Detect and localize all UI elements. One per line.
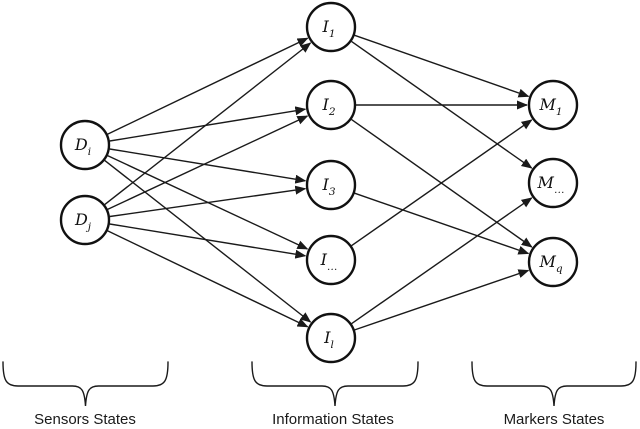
edges-layer xyxy=(104,34,533,331)
node-Di xyxy=(59,119,111,171)
edge-Dj-to-I3 xyxy=(109,185,307,218)
group-label-sensors-states: Sensors States xyxy=(34,411,136,428)
node-label-Mq: Mq xyxy=(538,252,562,275)
edge-Dj-to-I1 xyxy=(104,42,312,206)
braces-layer xyxy=(2,361,637,407)
edge-Dj-to-Idots xyxy=(109,223,307,259)
edge-Dj-to-I2 xyxy=(107,115,309,211)
node-label-Dj: Dj xyxy=(74,210,92,233)
edge-Di-to-I1 xyxy=(107,37,309,135)
node-I2 xyxy=(305,79,357,131)
node-I3 xyxy=(305,159,357,211)
edge-I3-to-Mq xyxy=(354,192,530,255)
edge-Il-to-Mdots xyxy=(351,197,533,325)
node-label-Mdots: M… xyxy=(537,173,565,196)
node-label-M1: M1 xyxy=(538,95,562,118)
edge-Di-to-Il xyxy=(104,159,312,323)
brace-sensors xyxy=(2,361,169,407)
node-Dj xyxy=(59,194,111,246)
node-label-I2: I2 xyxy=(321,95,335,118)
node-label-Idots: I… xyxy=(320,250,338,273)
node-Idots xyxy=(305,234,357,286)
edge-Di-to-I2 xyxy=(109,106,307,142)
node-label-I3: I3 xyxy=(321,175,335,198)
edge-Dj-to-Il xyxy=(107,230,309,328)
edge-Di-to-I3 xyxy=(109,148,307,184)
edge-Idots-to-M1 xyxy=(351,119,533,247)
node-label-Il: Il xyxy=(323,328,334,351)
node-Il xyxy=(305,312,357,364)
node-label-Di: Di xyxy=(74,135,91,158)
node-label-I1: I1 xyxy=(321,17,335,40)
node-Mdots xyxy=(527,157,579,209)
edge-Il-to-Mq xyxy=(354,269,530,331)
group-labels: Sensors States Information States Marker… xyxy=(34,411,604,428)
node-I1 xyxy=(305,1,357,53)
group-label-information-states: Information States xyxy=(272,411,394,428)
group-label-markers-states: Markers States xyxy=(504,411,605,428)
node-M1 xyxy=(527,79,579,131)
brace-information xyxy=(251,361,419,407)
node-Mq xyxy=(527,236,579,288)
brace-markers xyxy=(471,361,637,407)
edge-I1-to-M1 xyxy=(354,34,530,98)
